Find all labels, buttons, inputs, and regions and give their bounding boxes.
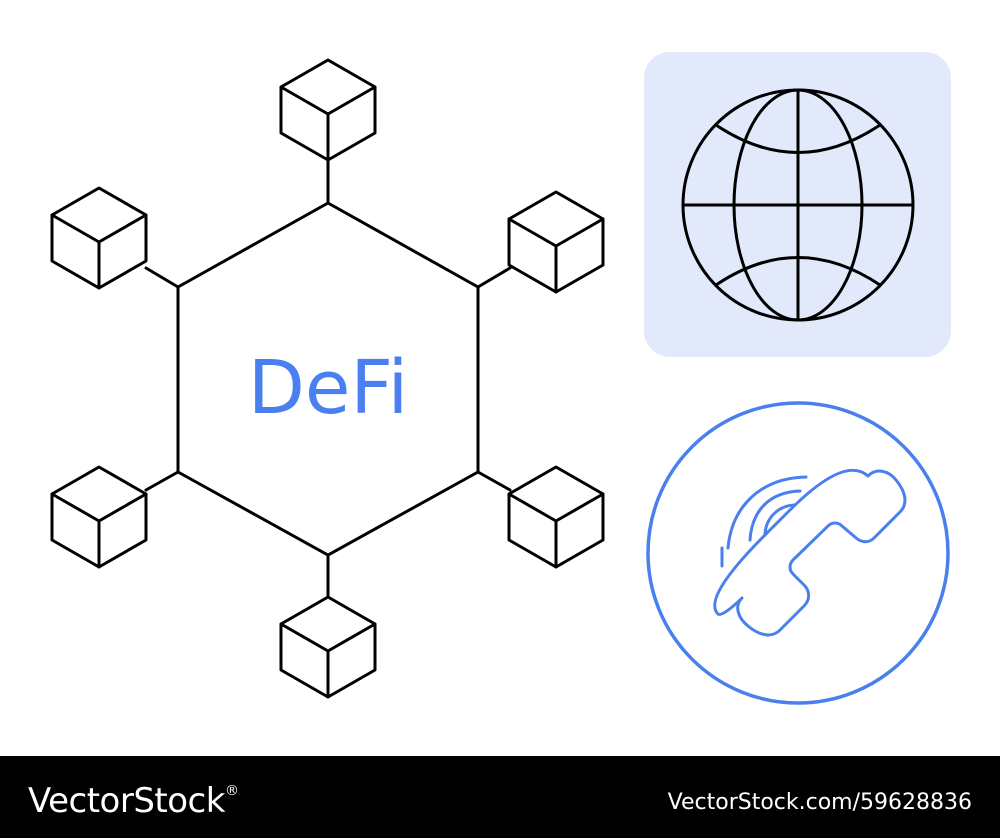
phone-circle — [646, 401, 950, 705]
block-cube-icon — [507, 465, 605, 569]
block-cube-icon — [279, 595, 377, 699]
defi-label: DeFi — [248, 345, 408, 431]
connector-top-right — [476, 266, 512, 289]
brand-name: VectorStock — [28, 781, 225, 821]
illustration-canvas: DeFi — [50, 52, 951, 705]
connector-bottom-right — [476, 470, 512, 492]
block-cube-icon — [279, 58, 377, 162]
connector-bottom-left — [144, 470, 180, 492]
block-cube-icon — [50, 465, 148, 569]
connector-top-left — [144, 266, 180, 289]
block-cube-icon — [50, 186, 148, 290]
block-cube-icon — [507, 190, 605, 294]
globe-icon — [681, 88, 915, 322]
footer-bar: VectorStock® VectorStock.com/59628836 — [0, 756, 1000, 838]
brand-logo-text: VectorStock® — [28, 781, 239, 821]
phone-call-icon — [713, 468, 907, 637]
image-reference: VectorStock.com/59628836 — [667, 790, 972, 815]
registered-mark: ® — [224, 783, 239, 799]
hexagon-network-icon — [50, 58, 605, 699]
